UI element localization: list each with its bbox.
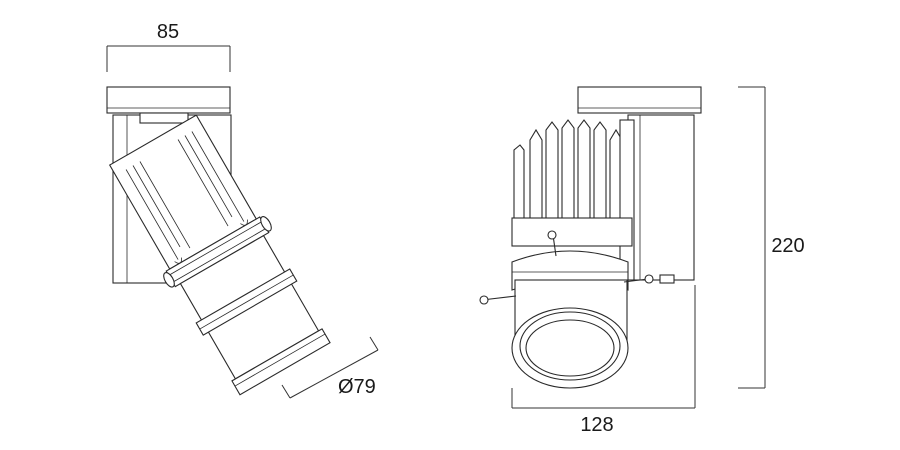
dimension-128: 128 [511, 285, 696, 436]
dimension-220: 220 [738, 86, 805, 389]
dimension-label-85: 85 [157, 21, 179, 43]
heatsink-fins [511, 119, 635, 281]
dimension-label-128: 128 [580, 414, 613, 436]
dimension-85: 85 [106, 21, 231, 72]
front-lens [511, 307, 629, 389]
front-track-adapter [577, 86, 702, 114]
front-bracket [627, 114, 695, 284]
spotlight-body [108, 114, 331, 396]
dimension-label-220: 220 [771, 235, 804, 257]
dimension-79: Ø79 [281, 336, 379, 399]
track-adapter [106, 86, 231, 114]
dimension-label-79: Ø79 [338, 376, 376, 398]
side-view: 85 [106, 21, 379, 399]
front-view: 220 128 [479, 86, 805, 436]
adjustment-screws [479, 230, 654, 305]
